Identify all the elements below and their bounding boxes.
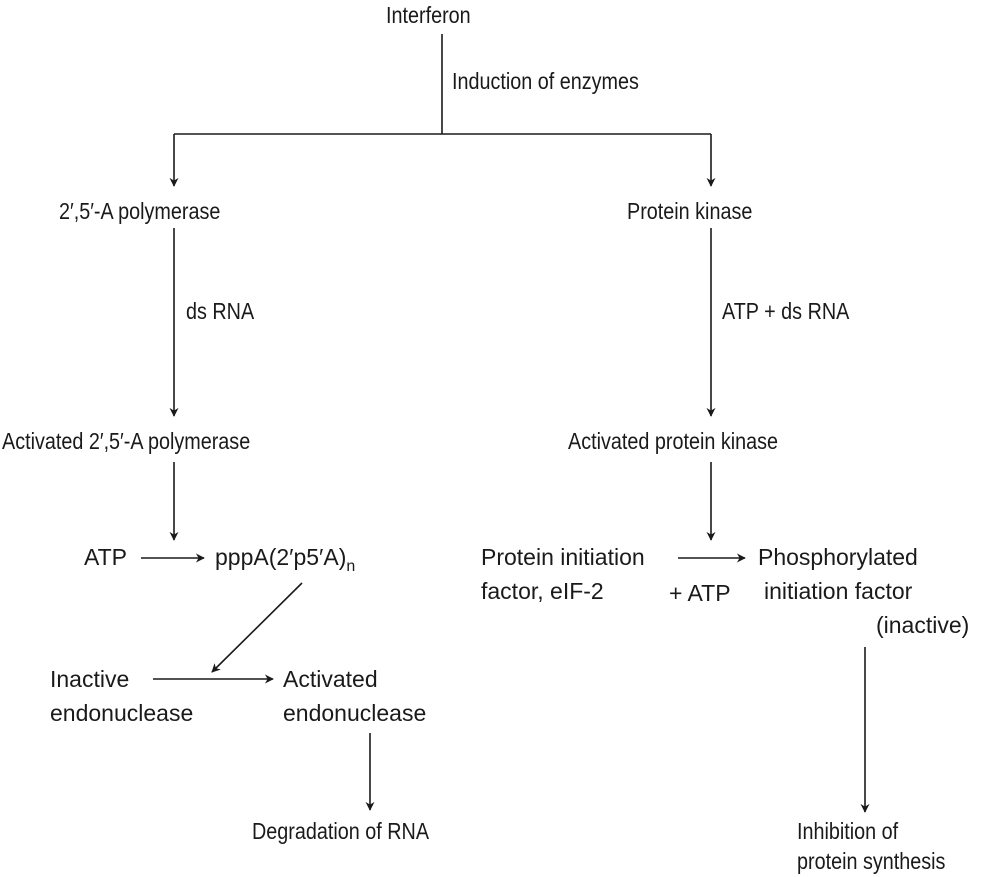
arrow-pppa-to-endonuclease (211, 582, 303, 673)
node-inhibition-line1: Inhibition of (797, 818, 899, 844)
pppa-text: pppA(2′p5′A) (215, 544, 347, 570)
label-plus-atp: + ATP (669, 580, 731, 606)
node-protein-kinase: Protein kinase (627, 198, 753, 224)
node-atp: ATP (84, 544, 128, 570)
node-inhibition-line2: protein synthesis (797, 848, 946, 874)
node-inactive-endonuclease-line1: Inactive (50, 666, 130, 692)
node-pppa: pppA(2′p5′A)n (215, 544, 355, 580)
node-activated-endonuclease-line1: Activated (283, 666, 378, 692)
node-phosphorylated-factor-line3: (inactive) (876, 612, 970, 638)
node-interferon: Interferon (386, 2, 471, 28)
node-polymerase: 2′,5′-A polymerase (59, 198, 221, 224)
node-protein-initiation-factor-line1: Protein initiation (481, 544, 645, 570)
node-protein-initiation-factor-line2: factor, eIF-2 (481, 578, 604, 604)
node-activated-endonuclease-line2: endonuclease (283, 700, 427, 726)
label-ds-rna: ds RNA (186, 298, 255, 324)
node-activated-polymerase: Activated 2′,5′-A polymerase (2, 428, 251, 454)
node-inactive-endonuclease-line2: endonuclease (50, 700, 194, 726)
node-activated-protein-kinase: Activated protein kinase (568, 428, 779, 454)
label-atp-ds-rna: ATP + ds RNA (722, 298, 850, 324)
node-phosphorylated-factor-line2: initiation factor (764, 578, 913, 604)
label-induction-of-enzymes: Induction of enzymes (452, 68, 639, 94)
node-degradation-of-rna: Degradation of RNA (252, 818, 430, 844)
pppa-subscript: n (346, 558, 356, 575)
node-phosphorylated-factor-line1: Phosphorylated (758, 544, 918, 570)
